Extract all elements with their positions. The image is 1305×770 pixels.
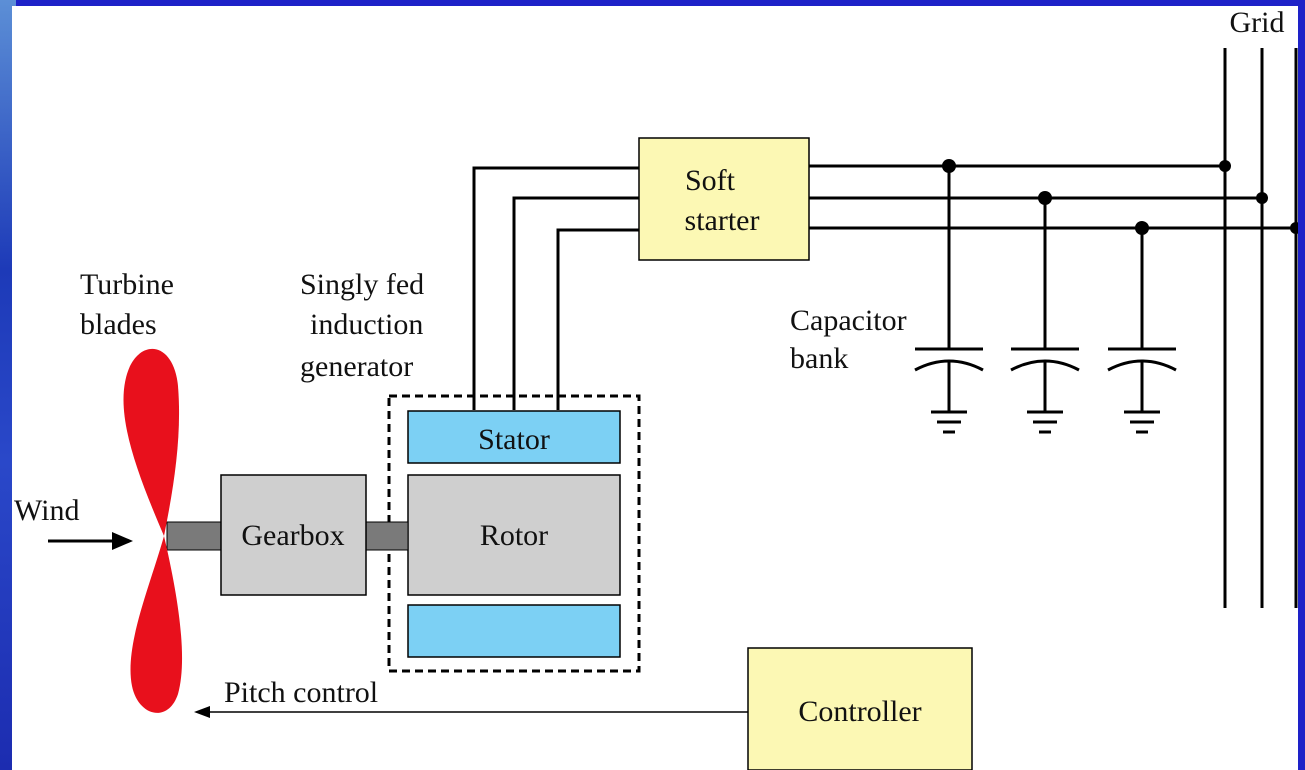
junction-dot <box>1256 192 1268 204</box>
capacitor-label-line1: Capacitor <box>790 304 907 337</box>
stator-lower-box <box>407 604 621 658</box>
turbine-blade-lower <box>130 536 183 713</box>
rotor-label: Rotor <box>480 519 548 552</box>
pitch-control-arrow-head <box>194 706 210 718</box>
grid-feed-wires <box>809 160 1298 234</box>
rotor-box <box>407 474 621 596</box>
low-speed-shaft <box>166 521 222 551</box>
stator-wires <box>472 166 639 410</box>
stator-wire-3 <box>556 228 639 410</box>
high-speed-shaft <box>365 521 409 551</box>
stator-wire-2 <box>512 196 639 410</box>
stator-wire-1 <box>472 166 639 410</box>
soft-starter-label-line1: Soft <box>685 164 736 197</box>
stator-label: Stator <box>478 423 550 456</box>
soft-starter-box <box>638 137 810 261</box>
wind-turbine-diagram: Grid Soft starter <box>14 6 1298 770</box>
grid-label: Grid <box>1230 6 1285 39</box>
capacitor-3 <box>1107 221 1177 434</box>
capacitor-label-line2: bank <box>790 342 848 375</box>
turbine-blades <box>123 348 183 713</box>
capacitor-1 <box>914 159 984 434</box>
controller-box <box>747 647 973 770</box>
diagram-canvas: Grid Soft starter <box>12 6 1298 770</box>
capacitor-bank <box>914 159 1177 434</box>
generator-label-line2: induction <box>310 308 423 341</box>
capacitor-2 <box>1010 191 1080 434</box>
turbine-label-line2: blades <box>80 308 157 341</box>
controller-label: Controller <box>798 695 921 728</box>
turbine-label-line1: Turbine <box>80 268 174 301</box>
pitch-control-label: Pitch control <box>224 676 378 709</box>
generator-label-line3: generator <box>300 350 413 383</box>
turbine-blade-upper <box>123 348 180 536</box>
junction-dot <box>1290 222 1298 234</box>
gearbox-box <box>220 474 367 596</box>
grid-bus <box>1223 48 1298 608</box>
wind-arrow-head <box>112 532 133 550</box>
generator-label-line1: Singly fed <box>300 268 424 301</box>
junction-dot <box>1219 160 1231 172</box>
wind-label: Wind <box>14 494 79 527</box>
gearbox-label: Gearbox <box>241 519 344 552</box>
soft-starter-label-line2: starter <box>685 204 760 237</box>
stator-box <box>407 410 621 464</box>
